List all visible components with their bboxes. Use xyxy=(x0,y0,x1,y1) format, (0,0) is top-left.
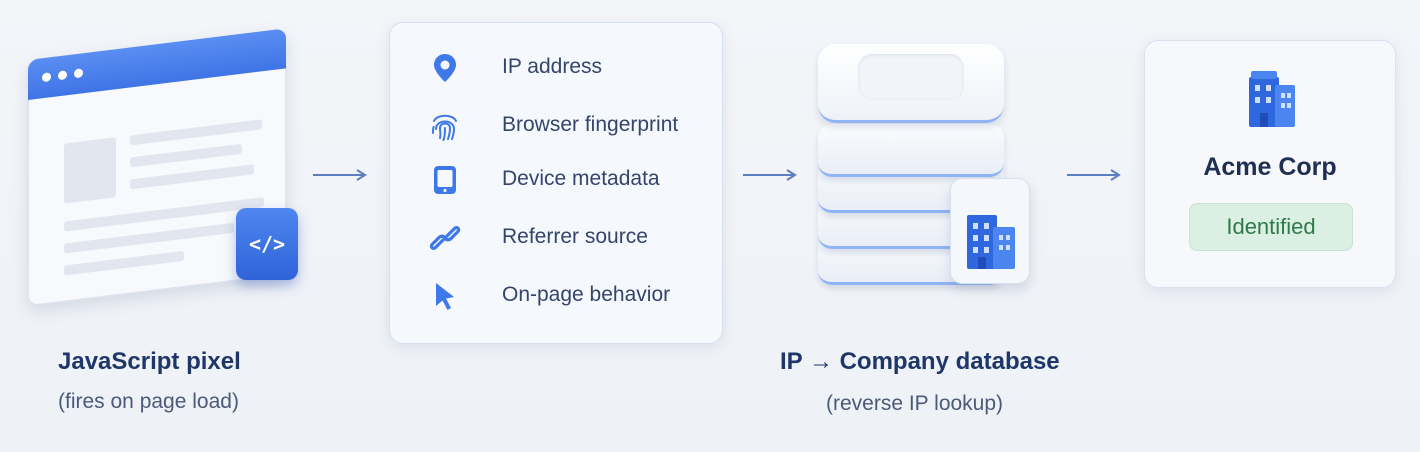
tablet-icon xyxy=(434,166,456,194)
database-top-face xyxy=(858,54,964,100)
signal-row: Device metadata xyxy=(390,159,722,199)
result-card: Acme Corp Identified xyxy=(1144,40,1396,288)
signal-label: Referrer source xyxy=(502,225,648,248)
text-line-placeholder xyxy=(64,250,184,276)
text-line-placeholder xyxy=(130,164,254,190)
signal-label: IP address xyxy=(502,55,603,78)
building-icon xyxy=(967,215,1015,269)
signal-row: Referrer source xyxy=(390,217,722,257)
database-icon xyxy=(818,44,1004,123)
status-badge: Identified xyxy=(1189,203,1353,251)
code-symbol: </> xyxy=(248,232,286,256)
browser-title-bar xyxy=(28,28,286,101)
flow-arrow-icon xyxy=(743,169,797,181)
text-line-placeholder xyxy=(130,143,242,168)
database-title: IP → Company database xyxy=(780,348,1060,375)
flow-arrow-icon xyxy=(313,169,367,181)
image-placeholder xyxy=(64,137,116,204)
signal-row: Browser fingerprint xyxy=(390,105,722,145)
company-name: Acme Corp xyxy=(1203,153,1337,181)
text-line-placeholder xyxy=(130,119,262,146)
database-layer xyxy=(818,124,1004,177)
signal-row: IP address xyxy=(390,47,722,87)
window-dot xyxy=(58,70,67,81)
text-line-placeholder xyxy=(64,197,264,232)
pixel-title: JavaScript pixel xyxy=(58,348,241,375)
code-icon: </> xyxy=(236,208,298,280)
window-dot xyxy=(42,72,51,83)
cursor-icon xyxy=(436,283,454,310)
building-badge xyxy=(950,178,1030,284)
flow-arrow-icon xyxy=(1067,169,1121,181)
signal-label: On-page behavior xyxy=(502,283,671,306)
database-subtitle: (reverse IP lookup) xyxy=(826,392,1004,415)
signal-label: Device metadata xyxy=(502,167,660,190)
signals-card: IP address Browser fingerprint Device me… xyxy=(389,22,723,344)
signal-label: Browser fingerprint xyxy=(502,113,679,136)
window-dot xyxy=(74,68,83,79)
signal-row: On-page behavior xyxy=(390,275,722,315)
fingerprint-icon xyxy=(432,114,457,141)
location-pin-icon xyxy=(434,54,456,82)
pixel-subtitle: (fires on page load) xyxy=(58,390,239,413)
link-icon xyxy=(429,226,461,250)
building-icon xyxy=(1249,71,1295,127)
